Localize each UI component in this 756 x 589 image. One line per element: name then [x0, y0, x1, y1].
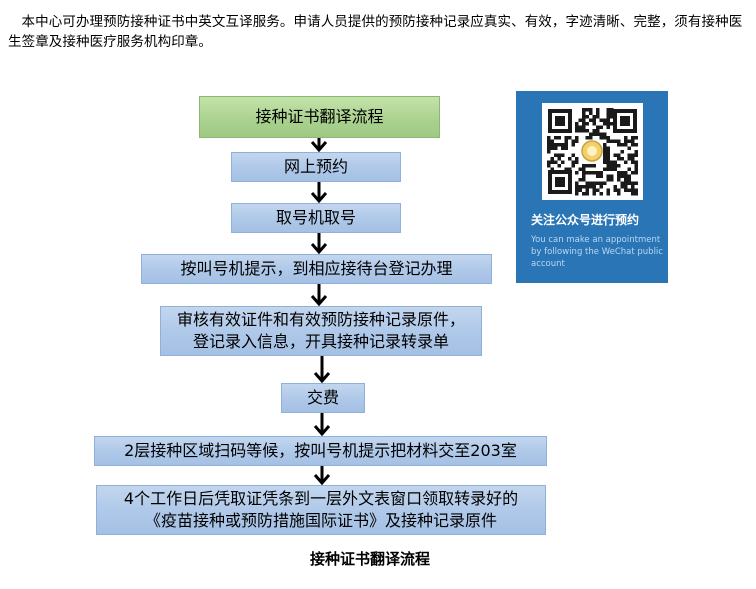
flow-step-text: 审核有效证件和有效预防接种记录原件，	[176, 310, 465, 329]
flow-step-text: 交费	[306, 388, 339, 407]
flow-step-text: 《疫苗接种或预防措施国际证书》及接种记录原件	[144, 511, 497, 530]
flow-step-text: 取号机取号	[275, 208, 356, 227]
qr-code-frame	[542, 103, 643, 200]
flow-header-box: 接种证书翻译流程	[199, 96, 440, 138]
flow-step-text: 2层接种区域扫码等候，按叫号机提示把材料交至203室	[124, 441, 517, 460]
flow-step-4: 审核有效证件和有效预防接种记录原件， 登记录入信息，开具接种记录转录单	[160, 306, 482, 356]
intro-paragraph: 本中心可办理预防接种证书中英文互译服务。申请人员提供的预防接种记录应真实、有效，…	[8, 14, 743, 50]
flow-step-text: 4个工作日后凭取证凭条到一层外文表窗口领取转录好的	[123, 489, 519, 508]
flow-step-text: 按叫号机提示，到相应接待台登记办理	[180, 259, 453, 278]
flow-step-5: 交费	[281, 383, 365, 413]
arrow-down-icon	[313, 466, 331, 485]
flow-step-3: 按叫号机提示，到相应接待台登记办理	[141, 254, 492, 284]
flow-step-6: 2层接种区域扫码等候，按叫号机提示把材料交至203室	[94, 436, 547, 466]
arrow-down-icon	[310, 284, 328, 306]
flow-step-1: 网上预约	[231, 152, 401, 182]
flow-step-text: 登记录入信息，开具接种记录转录单	[192, 332, 449, 351]
figure-caption: 接种证书翻译流程	[309, 550, 430, 568]
arrow-down-icon	[310, 233, 328, 254]
flow-step-2: 取号机取号	[231, 203, 401, 233]
qr-instruction-en: You can make an appointment by following…	[531, 235, 663, 269]
arrow-down-icon	[310, 138, 328, 152]
qr-instruction-cn: 关注公众号进行预约	[531, 213, 640, 227]
qr-code-icon	[547, 108, 638, 196]
qr-panel: 关注公众号进行预约 You can make an appointment by…	[516, 91, 668, 283]
arrow-down-icon	[313, 413, 331, 436]
flow-header-text: 接种证书翻译流程	[255, 107, 384, 126]
flow-step-7: 4个工作日后凭取证凭条到一层外文表窗口领取转录好的 《疫苗接种或预防措施国际证书…	[96, 485, 546, 535]
arrow-down-icon	[313, 356, 331, 383]
arrow-down-icon	[310, 182, 328, 203]
flow-step-text: 网上预约	[283, 157, 348, 176]
